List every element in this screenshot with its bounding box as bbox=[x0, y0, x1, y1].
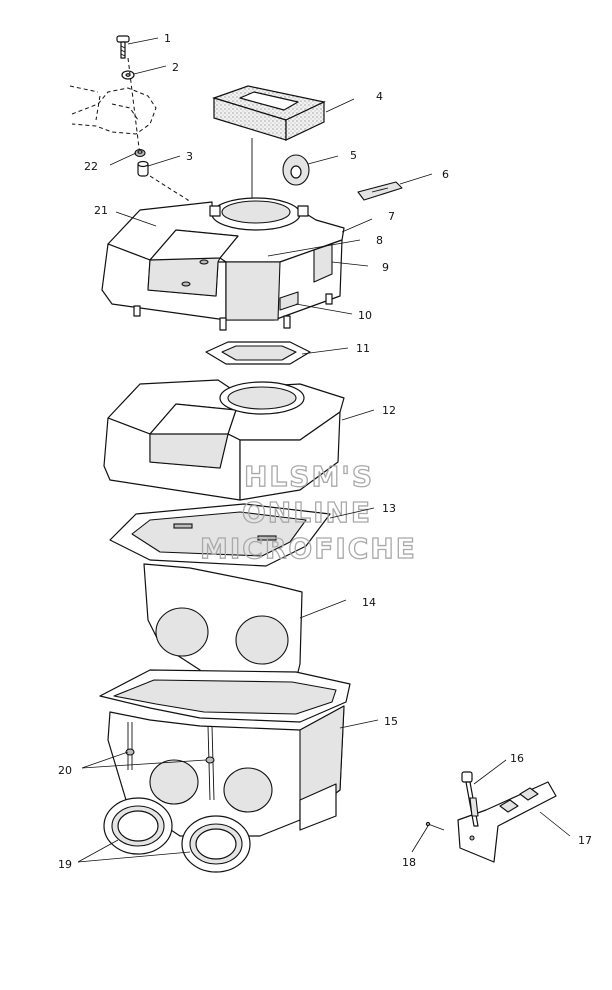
callout-19: 19 bbox=[58, 858, 72, 871]
gasket-plate-part-13 bbox=[109, 503, 331, 567]
callout-8: 8 bbox=[376, 234, 383, 247]
gasket-part-11 bbox=[205, 341, 311, 365]
callout-16: 16 bbox=[510, 752, 524, 765]
outlet-boot-part-19a bbox=[103, 797, 173, 855]
airbox-base-part-15 bbox=[99, 669, 351, 837]
callout-22: 22 bbox=[84, 160, 98, 173]
callout-5: 5 bbox=[350, 149, 357, 162]
watermark-line-3: MICROFICHE bbox=[200, 532, 417, 565]
leader-lines bbox=[77, 37, 571, 863]
callout-14: 14 bbox=[362, 596, 376, 609]
callout-9: 9 bbox=[382, 261, 389, 274]
watermark-line-1: HLSM'S bbox=[244, 460, 374, 493]
callout-6: 6 bbox=[442, 168, 449, 181]
airbox-cover-part-7 bbox=[101, 197, 345, 331]
callout-3: 3 bbox=[186, 150, 193, 163]
bracket-part-17 bbox=[457, 781, 557, 863]
grommet-part-5 bbox=[282, 154, 310, 186]
watermark: HLSM'S ONLINE MICROFICHE bbox=[199, 459, 417, 565]
mounting-bracket-outline bbox=[69, 57, 157, 157]
nut-part-22 bbox=[134, 148, 146, 158]
callout-7: 7 bbox=[388, 210, 395, 223]
watermark-line-2: ONLINE bbox=[242, 496, 372, 529]
screw-part-1 bbox=[116, 35, 130, 59]
washer-part-2 bbox=[121, 70, 135, 80]
callout-11: 11 bbox=[356, 342, 370, 355]
callout-20: 20 bbox=[58, 764, 72, 777]
outlet-boot-part-19b bbox=[181, 815, 251, 873]
callout-17: 17 bbox=[578, 834, 592, 847]
foam-filter-part-4 bbox=[212, 85, 326, 141]
callout-21: 21 bbox=[94, 204, 108, 217]
callout-4: 4 bbox=[376, 90, 383, 103]
clip-part-16 bbox=[461, 771, 479, 827]
callout-12: 12 bbox=[382, 404, 396, 417]
callout-1: 1 bbox=[164, 32, 171, 45]
callout-labels: 1 2 3 4 5 6 7 8 9 10 11 12 13 14 15 16 1… bbox=[58, 32, 592, 871]
callout-13: 13 bbox=[382, 502, 396, 515]
pin-part-18 bbox=[425, 821, 445, 831]
callout-18: 18 bbox=[402, 856, 416, 869]
latch-strip-part-6 bbox=[357, 181, 403, 201]
callout-10: 10 bbox=[358, 309, 372, 322]
callout-2: 2 bbox=[172, 61, 179, 74]
callout-15: 15 bbox=[384, 715, 398, 728]
prefilter-housing-part-12 bbox=[103, 379, 345, 501]
